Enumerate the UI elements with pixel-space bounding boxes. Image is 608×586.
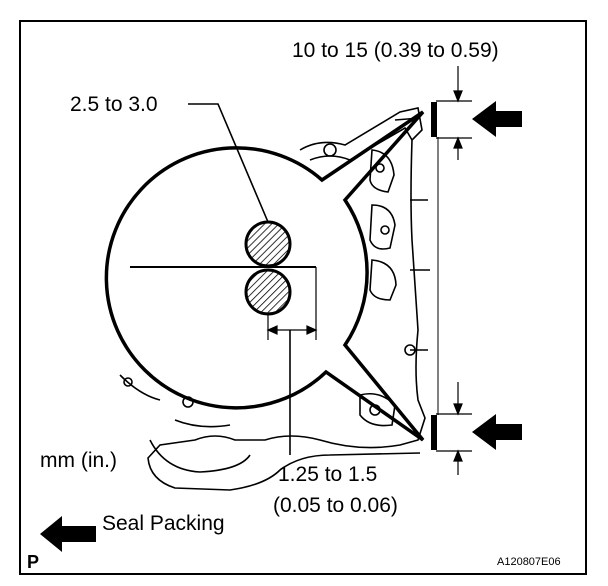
diameter-leader — [188, 103, 269, 223]
application-arrow-top — [472, 101, 522, 137]
application-arrow-bottom — [472, 414, 522, 450]
corner-mark: P — [27, 552, 39, 572]
bead-diameter-label: 2.5 to 3.0 — [70, 93, 158, 116]
bead-offset-label-line1: 1.25 to 1.5 — [278, 463, 377, 486]
bead-section-upper — [244, 220, 292, 268]
seal-bead-path — [104, 110, 425, 442]
seal-packing-legend-label: Seal Packing — [102, 512, 225, 535]
units-label: mm (in.) — [40, 449, 117, 472]
bead-end-top — [431, 102, 437, 137]
figure-frame — [19, 20, 587, 575]
bead-end-bottom — [431, 415, 437, 450]
seal-packing-legend-arrow — [40, 516, 96, 552]
figure-code: A120807E06 — [497, 556, 561, 568]
engine-part-outline — [119, 107, 430, 491]
bead-gap-label: 10 to 15 (0.39 to 0.59) — [292, 39, 499, 62]
bead-offset-label-line2: (0.05 to 0.06) — [273, 494, 398, 517]
gap-dimension — [436, 66, 472, 475]
bead-section-lower — [244, 268, 292, 316]
offset-dimension — [266, 267, 318, 455]
